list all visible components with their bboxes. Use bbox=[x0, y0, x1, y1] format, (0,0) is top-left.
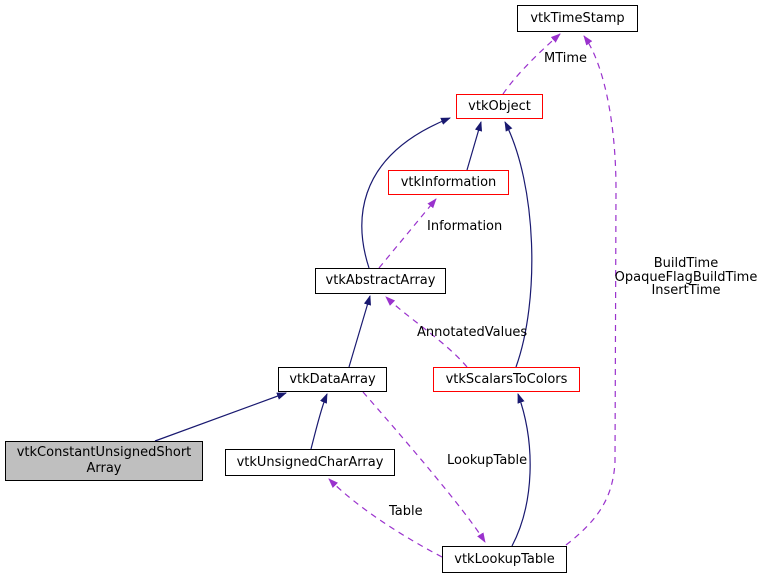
edge-label-lookuptable: LookupTable bbox=[447, 453, 528, 468]
node-vtkdataarray[interactable]: vtkDataArray bbox=[278, 367, 387, 392]
edge-usage-table-vtklookuptable-to-vtkunsignedchararray bbox=[328, 478, 443, 558]
edge-label-information: Information bbox=[427, 219, 503, 234]
edge-label-annotatedvalues: AnnotatedValues bbox=[417, 325, 528, 340]
edge-usage-information-vtkabstractarray-to-vtkinformation bbox=[378, 198, 437, 269]
node-vtkabstractarray[interactable]: vtkAbstractArray bbox=[315, 268, 446, 294]
edge-inherit-vtklookuptable-to-vtkscalarstocolors bbox=[511, 393, 531, 547]
node-vtkscalarstocolors[interactable]: vtkScalarsToColors bbox=[433, 367, 580, 392]
node-vtkinformation[interactable]: vtkInformation bbox=[388, 170, 509, 195]
edge-inherit-vtkdataarray-to-vtkabstractarray bbox=[348, 295, 371, 368]
edge-inherit-vtkconstantunsignedshortarray-to-vtkdataarray bbox=[154, 392, 287, 442]
edge-inherit-vtkabstractarray-to-vtkobject bbox=[361, 117, 451, 269]
edge-label-table: Table bbox=[389, 504, 423, 519]
node-vtkconstantunsignedshortarray: vtkConstantUnsignedShort Array bbox=[5, 441, 203, 481]
edge-inherit-vtkscalarstocolors-to-vtkobject bbox=[504, 121, 533, 368]
node-vtklookuptable[interactable]: vtkLookupTable bbox=[442, 546, 567, 573]
node-vtkobject[interactable]: vtkObject bbox=[456, 94, 543, 119]
edge-label-buildtimes: BuildTime OpaqueFlagBuildTime InsertTime bbox=[614, 256, 758, 298]
edge-inherit-vtkinformation-to-vtkobject bbox=[466, 121, 483, 171]
node-vtktimestamp[interactable]: vtkTimeStamp bbox=[517, 5, 638, 32]
node-vtkunsignedchararray[interactable]: vtkUnsignedCharArray bbox=[225, 449, 395, 476]
edge-inherit-vtkunsignedchararray-to-vtkdataarray bbox=[310, 393, 328, 450]
edge-usage-lookuptable-vtkdataarray-to-vtklookuptable bbox=[362, 391, 486, 543]
edge-usage-buildtimes-vtklookuptable-to-vtktimestamp bbox=[565, 35, 617, 546]
edge-label-mtime: MTime bbox=[544, 51, 588, 66]
